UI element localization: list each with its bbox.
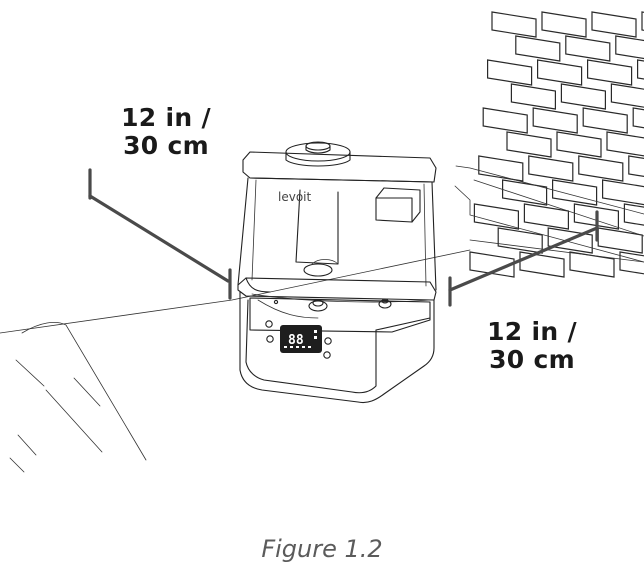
brick (532, 107, 578, 134)
brick (515, 35, 561, 62)
brick (628, 155, 644, 178)
brick (610, 83, 644, 108)
brick (497, 227, 543, 254)
brick (502, 179, 548, 206)
brick (487, 59, 533, 86)
clearance-label-left-imperial: 12 in / (121, 103, 211, 132)
control-button-2 (266, 335, 274, 343)
brick (478, 155, 524, 182)
brick (523, 203, 569, 230)
brick (556, 131, 602, 158)
brick (623, 203, 644, 226)
brick (528, 155, 574, 182)
figure-caption: Figure 1.2 (261, 535, 383, 563)
brick-wall (469, 11, 644, 278)
clearance-label-right: 12 in / 30 cm (462, 318, 602, 374)
brick (547, 227, 593, 254)
brick (506, 131, 552, 158)
clearance-label-left: 12 in / 30 cm (96, 104, 236, 160)
brick (519, 251, 565, 278)
brick (552, 179, 598, 206)
dimension-line-right (448, 226, 599, 292)
control-button-3 (324, 337, 332, 345)
brick (537, 59, 583, 86)
dimension-line-left (88, 194, 230, 283)
brick (591, 11, 637, 38)
clearance-label-left-metric: 30 cm (123, 131, 209, 160)
control-button-4 (323, 351, 331, 359)
brick (565, 35, 611, 62)
brick (582, 107, 628, 134)
brick (637, 59, 644, 80)
brick (510, 83, 556, 110)
brick (587, 59, 633, 86)
brick (541, 11, 587, 38)
brick (491, 11, 537, 38)
brick (641, 11, 644, 31)
display-digits: 88 (288, 333, 304, 348)
brick (632, 107, 644, 129)
brick (469, 251, 515, 278)
brick (482, 107, 528, 134)
brick (606, 131, 644, 157)
brick (560, 83, 606, 110)
brick (602, 179, 644, 206)
brick (615, 35, 644, 60)
brick (597, 227, 643, 254)
dimension-lines (88, 168, 599, 307)
brick (573, 203, 619, 230)
brand-logo: levoit (278, 190, 311, 204)
clearance-label-right-imperial: 12 in / (487, 317, 577, 346)
humidifier: levoit 88 (237, 141, 437, 404)
floor-surface (0, 165, 644, 473)
brick (578, 155, 624, 182)
brick (473, 203, 519, 230)
brick (619, 251, 644, 275)
clearance-label-right-metric: 30 cm (489, 345, 575, 374)
control-button-1 (265, 320, 273, 328)
